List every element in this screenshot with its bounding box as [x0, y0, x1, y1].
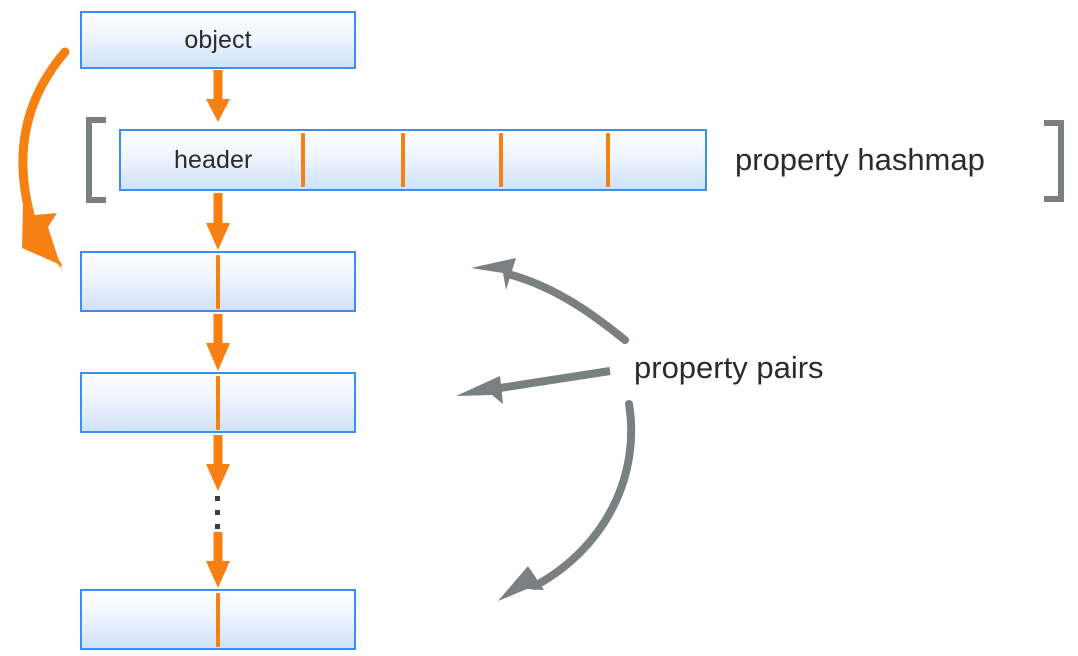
- header-slot-tick-3: [499, 133, 503, 187]
- ellipsis-dot-2: [215, 510, 220, 515]
- pair-box-last-connector-line: [216, 593, 220, 647]
- pairs-annotation-arrow-upper-icon: [471, 258, 629, 344]
- header-slot-tick-1: [301, 133, 305, 187]
- arrow-down-object-to-header-icon: [206, 70, 230, 122]
- header-box[interactable]: header: [119, 129, 707, 191]
- bracket-right-icon: [1044, 120, 1064, 202]
- header-slot-tick-2: [401, 133, 405, 187]
- pairs-annotation-arrow-middle-icon: [456, 367, 611, 404]
- arrow-down-ellipsis-to-last-icon: [206, 532, 230, 588]
- property-hashmap-label: property hashmap: [735, 142, 985, 177]
- ellipsis-dot-1: [215, 496, 220, 501]
- object-to-pairs-curved-arrow-icon: [18, 47, 70, 270]
- bracket-left-icon: [86, 117, 106, 203]
- arrow-down-header-to-pair1-icon: [206, 193, 230, 250]
- object-box-label: object: [184, 25, 252, 54]
- ellipsis-dot-3: [215, 524, 220, 529]
- pairs-annotation-arrow-lower-icon: [498, 400, 636, 601]
- pair-box-2-connector-line: [216, 376, 220, 430]
- arrow-down-pair2-to-ellipsis-icon: [206, 435, 230, 491]
- property-pairs-label: property pairs: [634, 350, 824, 385]
- object-box[interactable]: object: [80, 11, 356, 69]
- pair-box-1-connector-line: [216, 255, 220, 309]
- header-box-label: header: [174, 145, 253, 174]
- arrow-down-pair1-to-pair2-icon: [206, 314, 230, 371]
- header-slot-tick-4: [606, 133, 610, 187]
